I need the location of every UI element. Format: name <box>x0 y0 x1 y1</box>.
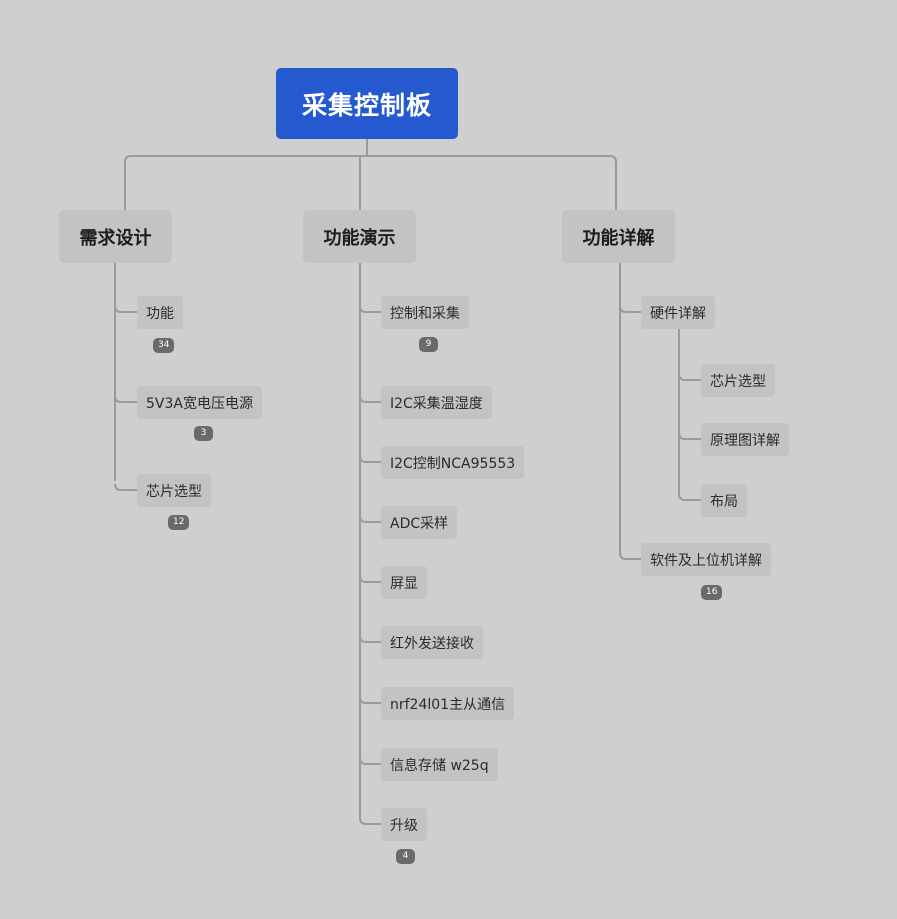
branch-node-detail[interactable]: 功能详解 <box>562 210 675 263</box>
connector-b3-s2 <box>678 432 701 440</box>
topic-count-badge: 34 <box>153 338 175 353</box>
subtopic-node[interactable]: 原理图详解 <box>701 423 789 456</box>
subtopic-node[interactable]: 布局 <box>701 484 747 517</box>
topic-node[interactable]: nrf24l01主从通信 <box>381 687 515 720</box>
topic-node[interactable]: 软件及上位机详解 <box>641 543 771 576</box>
topic-node[interactable]: 功能 <box>137 296 183 329</box>
connector-b1-c2 <box>114 395 137 403</box>
topic-count-badge: 16 <box>701 585 723 600</box>
topic-count-badge: 9 <box>419 337 438 352</box>
branch-node-demo[interactable]: 功能演示 <box>303 210 416 263</box>
topic-count-badge: 12 <box>168 515 190 530</box>
connector-b2-c1 <box>359 305 381 313</box>
topic-count-badge: 4 <box>396 849 415 864</box>
connector-b3-s3 <box>678 493 701 501</box>
topic-node[interactable]: 信息存储 w25q <box>381 748 498 781</box>
connector-b3-s1 <box>678 373 701 381</box>
connector-b2-c2 <box>359 395 381 403</box>
topic-node[interactable]: I2C控制NCA95553 <box>381 446 525 479</box>
connector-b1-c3 <box>114 483 137 491</box>
topic-node[interactable]: 5V3A宽电压电源 <box>137 386 262 419</box>
topic-node[interactable]: 芯片选型 <box>137 474 211 507</box>
topic-node[interactable]: 硬件详解 <box>641 296 715 329</box>
topic-node[interactable]: 控制和采集 <box>381 296 469 329</box>
connector-b1-c1 <box>114 305 137 313</box>
topic-node[interactable]: 升级 <box>381 808 427 841</box>
topic-node[interactable]: I2C采集温湿度 <box>381 386 492 419</box>
connector-b2-c3 <box>359 455 381 463</box>
connector-b2-c7 <box>359 696 381 704</box>
connector-bus <box>124 155 617 210</box>
root-node[interactable]: 采集控制板 <box>276 68 458 139</box>
topic-node[interactable]: 屏显 <box>381 566 427 599</box>
connector-b2-c9 <box>359 817 381 825</box>
topic-node[interactable]: ADC采样 <box>381 506 458 539</box>
connector-b2-c8 <box>359 757 381 765</box>
connector-b2-c6 <box>359 635 381 643</box>
subtopic-node[interactable]: 芯片选型 <box>701 364 775 397</box>
topic-node[interactable]: 红外发送接收 <box>381 626 483 659</box>
connector-b3-c2 <box>619 552 641 560</box>
topic-count-badge: 3 <box>194 426 213 441</box>
connector-b3-c1 <box>619 305 641 313</box>
branch-node-requirements[interactable]: 需求设计 <box>59 210 172 263</box>
connector-b2-c5 <box>359 575 381 583</box>
connector-b2-c4 <box>359 515 381 523</box>
